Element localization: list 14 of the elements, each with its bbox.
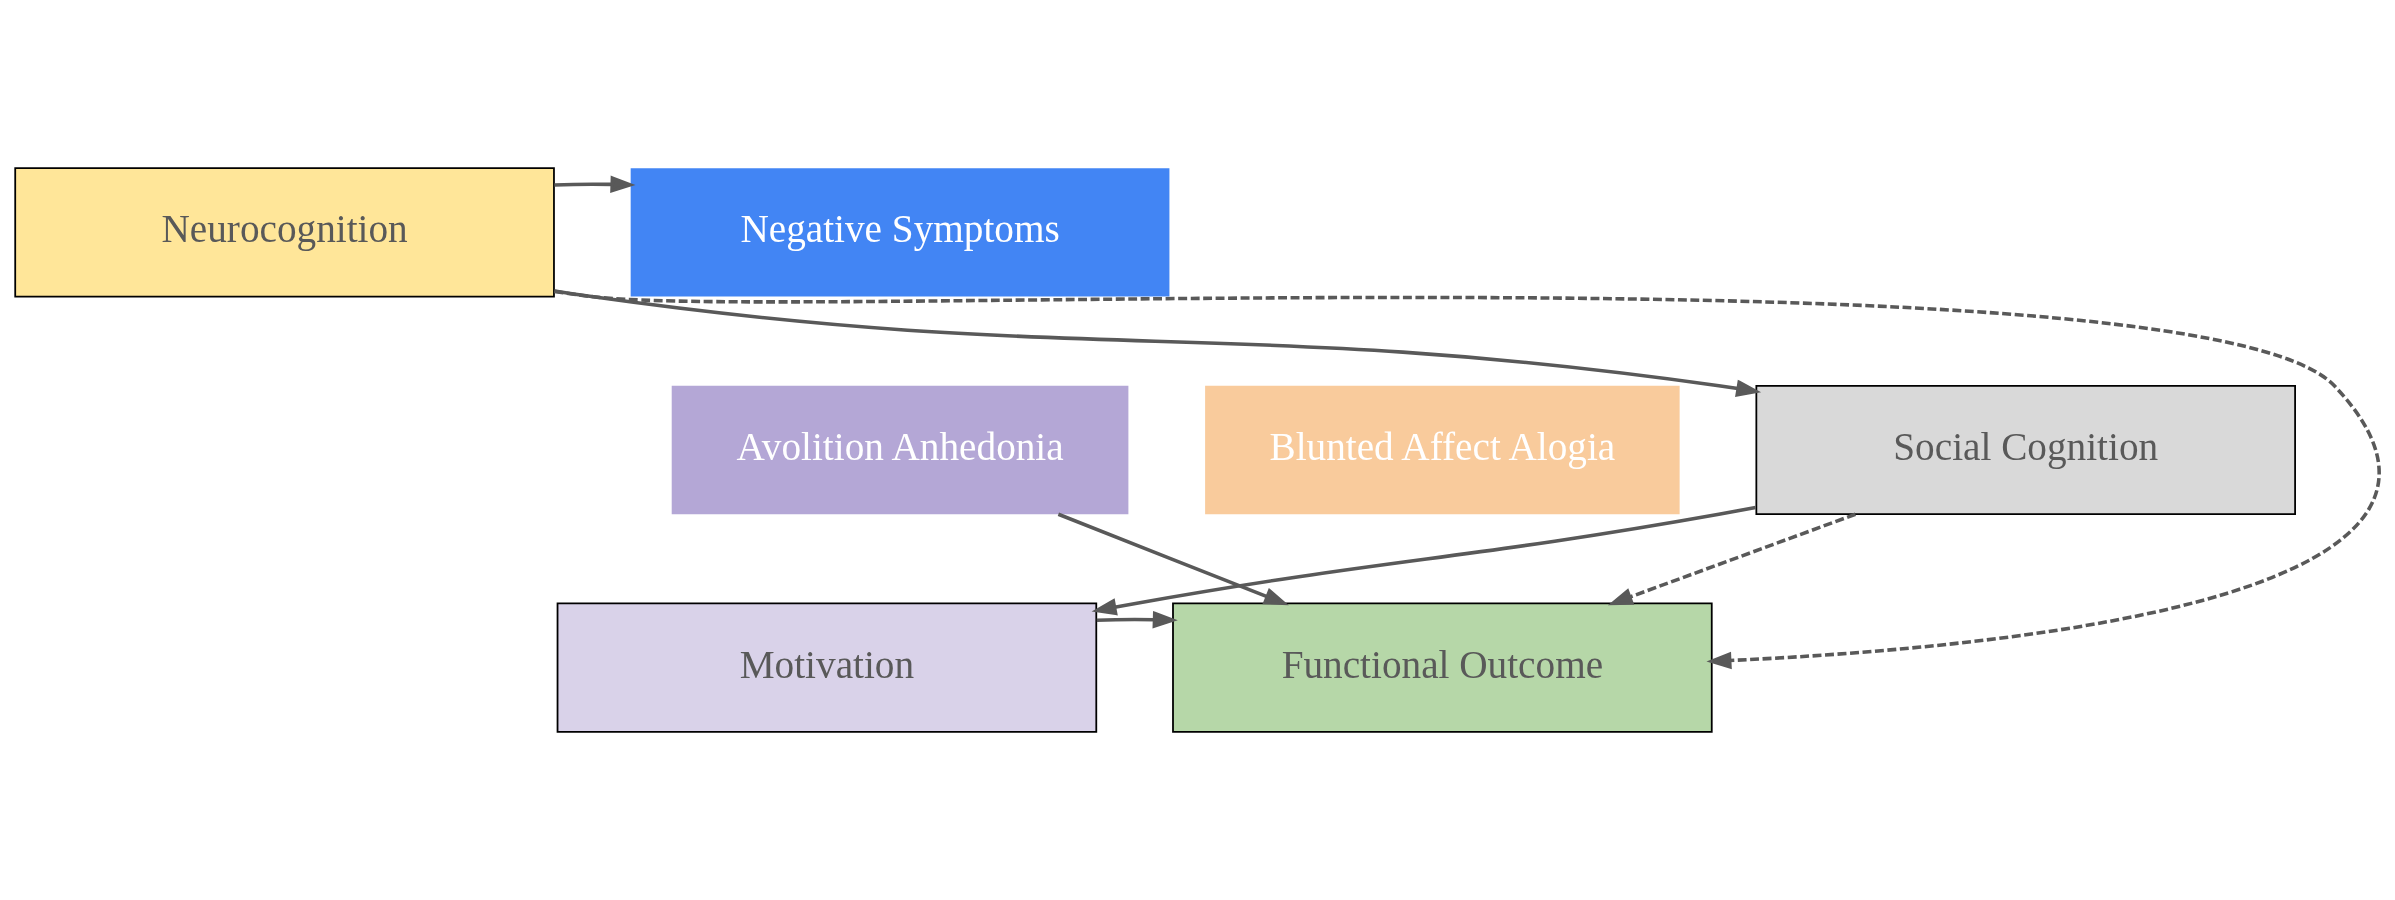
arrow: [554, 289, 2380, 670]
node-box: Motivation: [556, 602, 1098, 733]
node-box: Negative Symptoms: [630, 168, 1170, 297]
node-box: Social Cognition: [1755, 384, 2296, 516]
arrow: [554, 289, 1762, 397]
arrow: [1057, 512, 1289, 606]
node-box: Blunted Affect Alogia: [1205, 385, 1680, 515]
arrow: [1091, 505, 1756, 616]
arrow: [554, 175, 636, 194]
node-box: Avolition Anhedonia: [671, 385, 1129, 515]
node-box: Functional Outcome: [1172, 602, 1713, 733]
node-box: Neurocognition: [14, 167, 555, 298]
arrow: [1607, 512, 1857, 606]
arrow: [1096, 610, 1178, 629]
